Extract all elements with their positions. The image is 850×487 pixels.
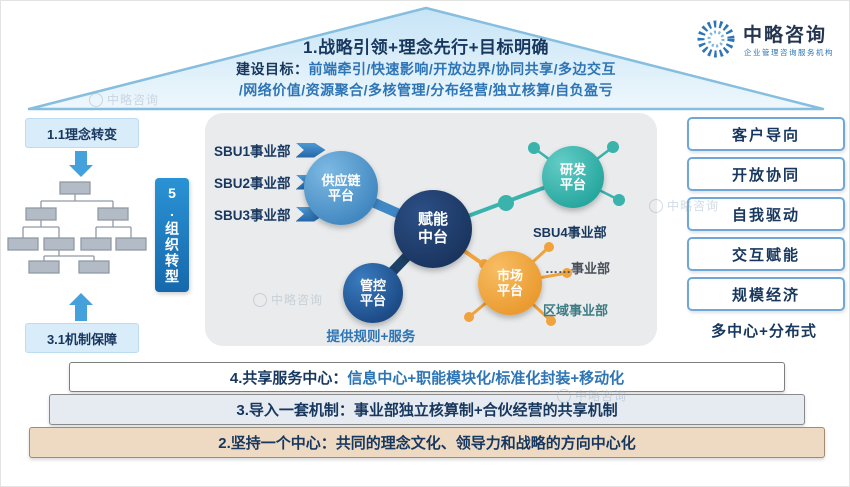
supply-chain-label: 供应链 <box>321 172 361 188</box>
org-transformation-box: 5.组织转型 <box>155 178 189 292</box>
principle-multicenter-distributed: 多中心+分布式 <box>711 322 817 340</box>
main-title: 1.战略引领+理念先行+目标明确 <box>302 38 550 57</box>
rd-label: 研发 <box>559 161 586 177</box>
org-chart <box>7 181 147 274</box>
watermark-text: 中略咨询 <box>271 293 324 307</box>
watermark-icon <box>89 92 103 107</box>
sbu4-label: SBU4事业部 <box>533 225 607 240</box>
rules-service-caption: 提供规则+服务 <box>326 329 416 344</box>
bar-shared-service-center: 4.共享服务中心：信息中心+职能模块化/标准化封装+移动化 <box>69 362 785 392</box>
bar3-label: 3.导入一套机制： <box>236 402 354 419</box>
more-bu-label: ……事业部 <box>545 261 611 276</box>
goal-line-2: /网络价值/资源聚合/多核管理/分布经营/独立核算/自负盈亏 <box>238 82 614 98</box>
control-label2: 平台 <box>359 293 386 308</box>
bar-mechanism: 3.导入一套机制：事业部独立核算制+合伙经营的共享机制 <box>49 394 805 425</box>
watermark: 中略咨询 <box>649 197 719 214</box>
supply-chain-platform-circle: 供应链 平台 <box>304 151 378 225</box>
principle-open-collaboration: 开放协同 <box>687 157 845 191</box>
sbu1-row: SBU1事业部 <box>214 140 326 160</box>
principle-customer-orientation: 客户导向 <box>687 117 845 151</box>
watermark-text: 中略咨询 <box>667 199 720 213</box>
goal-text-1: 前端牵引/快速影响/开放边界/协同共享/多边交互 <box>308 61 617 77</box>
rd-label2: 平台 <box>559 177 586 192</box>
watermark: 中略咨询 <box>253 291 323 308</box>
watermark-icon <box>253 292 267 307</box>
watermark-text: 中略咨询 <box>107 93 160 107</box>
company-logo: 中略咨询 企业管理咨询服务机构 <box>693 15 845 69</box>
sbu3-label: SBU3事业部 <box>214 208 291 223</box>
roof-shape <box>27 6 825 111</box>
hub-label2: 中台 <box>417 229 448 246</box>
bar4-text: 信息中心+职能模块化/标准化封装+移动化 <box>347 369 625 387</box>
watermark: 中略咨询 <box>89 91 159 108</box>
enablement-hub-circle: 赋能 中台 <box>394 190 472 268</box>
bar4-label: 4.共享服务中心： <box>229 369 348 387</box>
rd-platform-circle: 研发 平台 <box>542 146 604 208</box>
watermark-icon <box>557 388 571 403</box>
arrow-down-icon <box>69 151 93 177</box>
principle-interactive-enablement: 交互赋能 <box>687 237 845 271</box>
bar3-text: 事业部独立核算制+合伙经营的共享机制 <box>353 402 618 419</box>
bar-one-center: 2.坚持一个中心：共同的理念文化、领导力和战略的方向中心化 <box>29 427 825 458</box>
regional-bu-label: 区域事业部 <box>543 303 609 318</box>
control-platform-circle: 管控 平台 <box>343 263 403 323</box>
mechanism-guarantee-box: 3.1机制保障 <box>25 323 139 353</box>
market-label: 市场 <box>496 267 523 283</box>
watermark: 中略咨询 <box>557 387 627 404</box>
supply-chain-label2: 平台 <box>327 188 354 203</box>
market-label2: 平台 <box>496 283 523 298</box>
sbu2-label: SBU2事业部 <box>214 176 291 191</box>
bar2-label: 2.坚持一个中心： <box>218 435 336 452</box>
logo-tagline: 企业管理咨询服务机构 <box>744 48 834 57</box>
watermark-icon <box>649 198 663 213</box>
goal-line-1: 建设目标：前端牵引/快速影响/开放边界/协同共享/多边交互 <box>1 59 849 79</box>
principle-economies-of-scale: 规模经济 <box>687 277 845 311</box>
logo-text: 中略咨询 <box>743 25 828 46</box>
control-label: 管控 <box>359 277 386 293</box>
watermark-text: 中略咨询 <box>575 389 628 403</box>
market-platform-circle: 市场 平台 <box>478 251 542 315</box>
concept-change-box: 1.1理念转变 <box>25 118 139 148</box>
arrow-up-icon <box>69 293 93 321</box>
logo-sunburst-icon <box>697 20 735 58</box>
principle-self-driven: 自我驱动 <box>687 197 845 231</box>
bar2-text: 共同的理念文化、领导力和战略的方向中心化 <box>335 435 636 452</box>
goal-prefix: 建设目标： <box>235 61 309 77</box>
sbu1-label: SBU1事业部 <box>214 144 291 159</box>
hub-label: 赋能 <box>417 211 448 229</box>
right-arrow-icon <box>295 142 326 158</box>
